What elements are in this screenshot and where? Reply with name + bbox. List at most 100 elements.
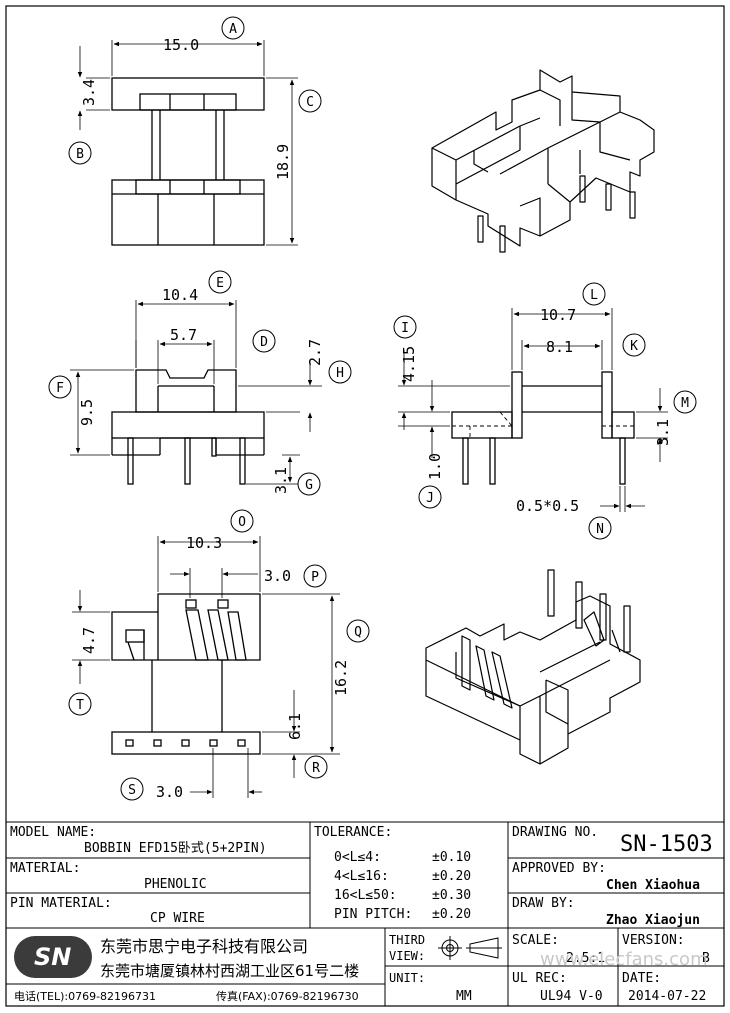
dim-value-M: 3.1 bbox=[654, 419, 672, 446]
dim-value-O: 10.3 bbox=[186, 534, 222, 552]
tolerance-value-4: ±0.20 bbox=[432, 907, 471, 922]
approved-by-value: Chen Xiaohua bbox=[606, 878, 700, 893]
callout-letter-H: H bbox=[336, 366, 344, 381]
tolerance-value-2: ±0.20 bbox=[432, 869, 471, 884]
side-view bbox=[451, 371, 635, 485]
company-fax: 传真(FAX):0769-82196730 bbox=[216, 989, 359, 1003]
callout-R bbox=[304, 755, 328, 779]
third-view-label-2: VIEW: bbox=[389, 949, 425, 963]
tolerance-range-1: 0<L≤4: bbox=[334, 850, 381, 865]
tolerance-label: TOLERANCE: bbox=[314, 825, 392, 840]
callout-letter-K: K bbox=[630, 339, 638, 354]
watermark: www.elecfans.com bbox=[540, 949, 708, 970]
top-view bbox=[111, 77, 265, 246]
isometric-view-top bbox=[431, 69, 655, 253]
model-name-label: MODEL NAME: bbox=[10, 825, 96, 840]
callout-J bbox=[418, 485, 442, 509]
callout-letter-J: J bbox=[426, 491, 434, 506]
company-logo-badge bbox=[14, 936, 92, 978]
callout-F bbox=[48, 375, 72, 399]
drawing-no-value: SN-1503 bbox=[620, 832, 713, 857]
callout-circles bbox=[48, 16, 697, 801]
model-name-value: BOBBIN EFD15卧式(5+2PIN) bbox=[84, 841, 267, 856]
callout-A bbox=[221, 16, 245, 40]
date-label: DATE: bbox=[622, 971, 661, 986]
callout-G bbox=[297, 472, 321, 496]
callout-letter-T: T bbox=[76, 698, 84, 713]
side-view-hidden bbox=[452, 411, 634, 438]
tolerance-range-3: 16<L≤50: bbox=[334, 888, 397, 903]
callout-M bbox=[673, 390, 697, 414]
callout-letter-M: M bbox=[681, 396, 689, 411]
dim-value-F: 9.5 bbox=[78, 399, 96, 426]
callout-L bbox=[582, 282, 606, 306]
tolerance-range-2: 4<L≤16: bbox=[334, 869, 389, 884]
dim-value-A: 15.0 bbox=[163, 36, 199, 54]
company-tel: 电话(TEL):0769-82196731 bbox=[14, 990, 156, 1003]
callout-H bbox=[328, 360, 352, 384]
company-address: 东莞市塘厦镇林村西湖工业区61号二楼 bbox=[100, 962, 359, 980]
title-block-grid bbox=[6, 821, 724, 1006]
tolerance-range-4: PIN PITCH: bbox=[334, 907, 412, 922]
dim-value-Q: 16.2 bbox=[332, 660, 350, 696]
dim-value-T: 4.7 bbox=[80, 627, 98, 654]
callout-E bbox=[208, 270, 232, 294]
callout-letter-O: O bbox=[238, 515, 246, 530]
callout-letter-S: S bbox=[128, 783, 136, 798]
tolerance-value-1: ±0.10 bbox=[432, 850, 471, 865]
dim-value-J: 1.0 bbox=[426, 453, 444, 480]
top-view-dims bbox=[77, 40, 298, 246]
sheet-border bbox=[5, 5, 725, 1007]
dim-value-P: 3.0 bbox=[264, 567, 291, 585]
scale-value: 2.5:1 bbox=[566, 951, 605, 966]
callout-letter-A: A bbox=[229, 22, 237, 37]
unit-label: UNIT: bbox=[389, 971, 425, 985]
dim-value-E: 10.4 bbox=[162, 286, 198, 304]
dim-value-H: 2.7 bbox=[306, 339, 324, 366]
callout-letter-F: F bbox=[56, 381, 64, 396]
isometric-view-bottom bbox=[425, 569, 641, 765]
callout-N bbox=[588, 516, 612, 540]
callout-letter-P: P bbox=[311, 570, 319, 585]
company-name: 东莞市思宁电子科技有限公司 bbox=[100, 937, 308, 956]
callout-letter-I: I bbox=[401, 321, 409, 336]
material-value: PHENOLIC bbox=[144, 877, 207, 892]
scale-label: SCALE: bbox=[512, 933, 559, 948]
callout-letter-N: N bbox=[596, 522, 604, 537]
callout-S bbox=[120, 777, 144, 801]
callout-T bbox=[68, 692, 92, 716]
third-view-label-1: THIRD bbox=[389, 933, 425, 947]
callout-O bbox=[230, 509, 254, 533]
pin-material-value: CP WIRE bbox=[150, 911, 205, 926]
company-logo-text: SN bbox=[34, 943, 71, 971]
callout-letter-D: D bbox=[260, 335, 268, 350]
drawing-no-label: DRAWING NO. bbox=[512, 825, 598, 840]
pin-material-label: PIN MATERIAL: bbox=[10, 896, 112, 911]
dim-value-L: 10.7 bbox=[540, 306, 576, 324]
callout-K bbox=[622, 333, 646, 357]
dim-value-D: 5.7 bbox=[170, 326, 197, 344]
dim-value-N: 0.5*0.5 bbox=[516, 497, 579, 515]
callout-D bbox=[252, 329, 276, 353]
version-label: VERSION: bbox=[622, 933, 685, 948]
side-view-dims bbox=[398, 308, 668, 512]
callout-P bbox=[303, 564, 327, 588]
dim-value-C: 18.9 bbox=[274, 144, 292, 180]
callout-I bbox=[393, 315, 417, 339]
front-view-dims bbox=[70, 300, 322, 485]
callout-letter-L: L bbox=[590, 288, 598, 303]
dim-value-B: 3.4 bbox=[80, 79, 98, 106]
callout-letter-E: E bbox=[216, 276, 224, 291]
dim-value-K: 8.1 bbox=[546, 338, 573, 356]
unit-value: MM bbox=[456, 989, 472, 1004]
callout-Q bbox=[346, 619, 370, 643]
dim-value-R: 6.1 bbox=[286, 713, 304, 740]
ul-rec-label: UL REC: bbox=[512, 971, 567, 986]
version-value: B bbox=[702, 951, 710, 966]
callout-letter-G: G bbox=[305, 478, 313, 493]
callout-B bbox=[68, 141, 92, 165]
third-angle-projection-icon bbox=[438, 936, 502, 960]
tolerance-value-3: ±0.30 bbox=[432, 888, 471, 903]
bottom-view-dims bbox=[72, 536, 340, 798]
